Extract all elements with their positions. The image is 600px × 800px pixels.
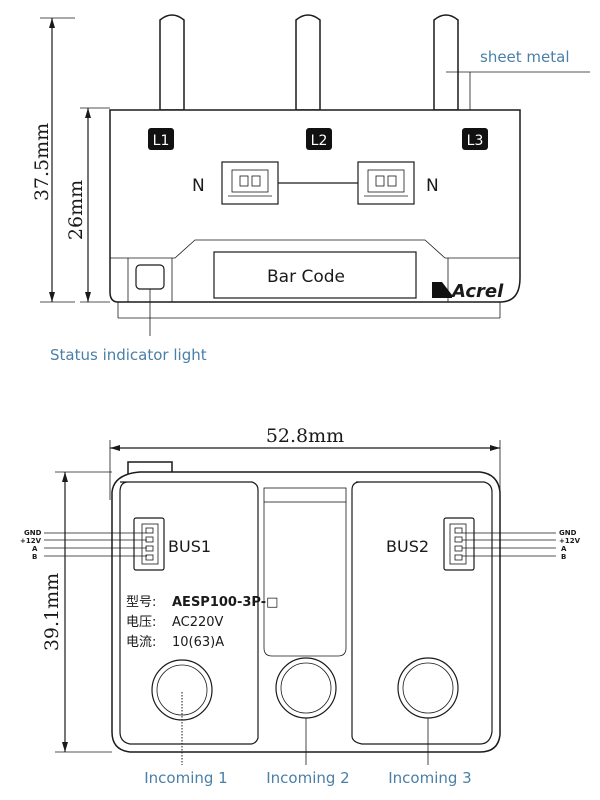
- front-module-body: [111, 471, 501, 753]
- bus2-connector: [443, 517, 475, 571]
- callout-status-light-label: Status indicator light: [50, 346, 207, 364]
- bus2-wires: [462, 532, 556, 557]
- spec-model-label: 型号:: [126, 595, 156, 610]
- incoming-1-label: Incoming 1: [144, 769, 227, 787]
- spec-block: 型号: AESP100-3P-□ 电压: AC220V 电流: 10(63)A: [126, 595, 278, 650]
- incoming-hole-3: [397, 657, 459, 765]
- bus1-pin-a: A: [32, 545, 38, 553]
- spec-voltage-value: AC220V: [172, 615, 224, 630]
- neutral-right-label: N: [426, 176, 439, 196]
- neutral-left-label: N: [192, 176, 205, 196]
- bus1-pin-12v: +12V: [20, 537, 42, 545]
- brand-logo: Acrel: [432, 281, 504, 302]
- incoming-hole-2: [275, 657, 337, 765]
- dim-inner-height: 26mm: [65, 107, 110, 303]
- dim-height: 39.1mm: [41, 471, 112, 753]
- dim-outer-height: 37.5mm: [31, 17, 75, 303]
- spec-model-value: AESP100-3P-□: [172, 595, 278, 610]
- callout-sheet-metal-label: sheet metal: [480, 48, 570, 66]
- phase-badge-l1: L1: [148, 128, 174, 150]
- spec-current-label: 电流:: [126, 635, 156, 650]
- incoming-2-label: Incoming 2: [266, 769, 349, 787]
- dim-width: 52.8mm: [109, 425, 501, 500]
- bus1-connector: [133, 517, 165, 571]
- spec-current-value: 10(63)A: [172, 635, 224, 650]
- phase-badge-l3: L3: [462, 128, 488, 150]
- bus2-pin-12v: +12V: [559, 537, 581, 545]
- bus2-pin-a: A: [561, 545, 567, 553]
- callout-sheet-metal: sheet metal: [446, 48, 590, 110]
- phase-l3-label: L3: [467, 133, 484, 149]
- bus1-label: BUS1: [168, 537, 211, 556]
- top-view: 37.5mm 26mm L1: [31, 14, 590, 364]
- bus2-pin-gnd: GND: [559, 529, 577, 537]
- bus2-pin-b: B: [561, 553, 566, 561]
- bus1-wires: [44, 532, 147, 557]
- bus1-pin-b: B: [32, 553, 37, 561]
- bus1-pin-gnd: GND: [24, 529, 42, 537]
- spec-voltage-label: 电压:: [126, 615, 156, 630]
- phase-badge-l2: L2: [306, 128, 332, 150]
- incoming-hole-1: [151, 659, 213, 765]
- incoming-3-label: Incoming 3: [388, 769, 471, 787]
- dim-inner-height-label: 26mm: [65, 180, 87, 240]
- dim-height-label: 39.1mm: [41, 573, 63, 651]
- callout-status-light: Status indicator light: [50, 289, 207, 364]
- bar-code-label: Bar Code: [267, 267, 345, 287]
- sheet-metal-terminals: [159, 14, 459, 111]
- dim-outer-height-label: 37.5mm: [31, 123, 53, 201]
- phase-l2-label: L2: [311, 133, 328, 149]
- neutral-connector-right: [357, 161, 415, 205]
- dim-width-label: 52.8mm: [266, 425, 344, 447]
- brand-logo-text: Acrel: [450, 281, 504, 302]
- bus2-label: BUS2: [386, 537, 429, 556]
- front-view: 52.8mm 39.1mm BUS1: [20, 425, 581, 787]
- phase-l1-label: L1: [153, 133, 170, 149]
- bar-code-box: [213, 251, 417, 299]
